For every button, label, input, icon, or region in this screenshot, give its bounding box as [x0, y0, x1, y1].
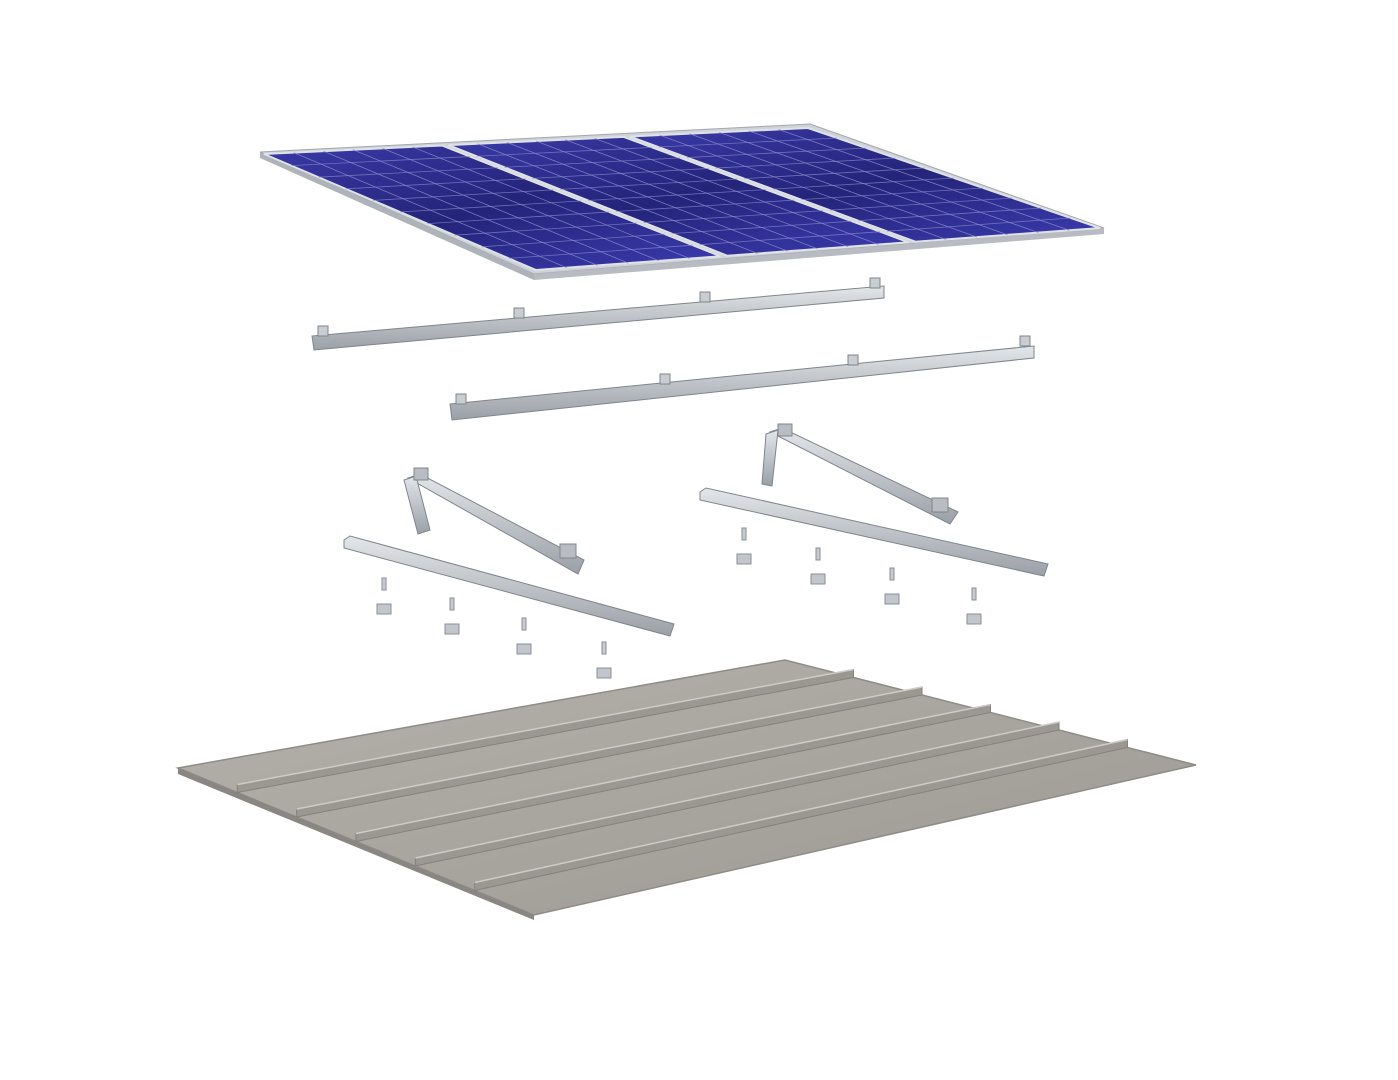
cell-grid-line — [399, 200, 582, 213]
solar-panel-array — [259, 123, 1105, 280]
rail-clamp — [1019, 335, 1031, 347]
clamp-base — [596, 667, 612, 679]
cell-grid-line — [587, 189, 767, 201]
cell-grid-line — [291, 156, 470, 166]
cell-grid-line — [744, 167, 925, 180]
rail-clamp — [847, 354, 859, 366]
clamp-bolt — [741, 527, 747, 541]
mounting-rail-front — [449, 335, 1035, 421]
cell-grid-line — [427, 211, 610, 224]
clamp-bolt — [381, 577, 387, 591]
cell-grid-line — [801, 187, 984, 201]
clamp-base — [516, 643, 532, 655]
bracket-vertical-leg — [403, 475, 431, 535]
rail-clamp — [699, 291, 711, 303]
rail-clamp — [513, 307, 525, 319]
cell-grid-line — [318, 167, 498, 178]
bracket-hinge-top — [413, 467, 429, 481]
clamp-bolt — [521, 617, 527, 631]
cell-grid-line — [560, 178, 738, 190]
cell-grid-line — [476, 146, 652, 157]
clamp-base — [376, 603, 392, 615]
clamp-bolt — [971, 587, 977, 601]
cell-grid-line — [615, 199, 795, 212]
clamp-base — [884, 593, 900, 605]
cell-grid-line — [858, 207, 1042, 222]
bracket-base-rail — [699, 487, 1049, 577]
clamp-base — [444, 623, 460, 635]
cell-grid-line — [699, 231, 881, 246]
roof-sheet — [175, 659, 1197, 916]
roof-seam-highlight — [296, 686, 923, 810]
clamp-bolt — [601, 641, 607, 655]
rail-clamp — [659, 373, 671, 385]
standing-seam-roof — [175, 659, 1197, 920]
cell-grid-line — [454, 222, 638, 236]
panel-array-edge — [260, 152, 534, 280]
cell-grid-line — [345, 178, 526, 190]
roof-seam-highlight — [237, 668, 854, 786]
cell-grid-line — [508, 244, 693, 259]
cell-grid-line — [715, 157, 896, 169]
mounting-rail-back — [311, 277, 885, 351]
clamp-base — [966, 613, 982, 625]
cell-grid-line — [829, 197, 1013, 211]
bracket-hinge-bottom — [559, 543, 577, 559]
bracket-base-rail — [343, 535, 675, 637]
bracket-hinge-top — [777, 423, 793, 437]
tilt-bracket-left — [343, 467, 675, 637]
clamp-base — [810, 573, 826, 585]
cell-grid-line — [481, 233, 665, 248]
bracket-hinge-bottom — [931, 497, 949, 513]
rail-clamp — [317, 325, 329, 337]
tilt-bracket-right — [699, 423, 1049, 577]
roof-front-edge — [178, 768, 534, 920]
rail-body — [311, 285, 885, 351]
cell-grid-line — [772, 177, 955, 190]
rail-clamp — [455, 393, 467, 405]
cell-grid-line — [532, 168, 709, 179]
clamp-bolt — [815, 547, 821, 561]
cell-grid-line — [372, 189, 554, 201]
seam-clamps — [376, 527, 982, 679]
cell-grid-line — [504, 157, 681, 168]
bracket-vertical-leg — [761, 429, 779, 487]
rail-body — [449, 345, 1035, 421]
cell-grid-line — [658, 137, 838, 148]
clamp-bolt — [449, 597, 455, 611]
roof-seam-highlight — [355, 703, 991, 835]
panel-array-edge — [534, 228, 1104, 280]
cell-grid-line — [643, 210, 824, 223]
roof-seam-highlight — [474, 738, 1128, 884]
roof-seams — [236, 668, 1128, 892]
cell-grid-line — [687, 147, 867, 158]
cell-grid-line — [671, 220, 852, 235]
rail-clamp — [869, 277, 881, 289]
clamp-bolt — [889, 567, 895, 581]
clamp-base — [736, 553, 752, 565]
roof-seam-highlight — [415, 721, 1060, 859]
cell-grid-line — [886, 217, 1071, 232]
solar-panels — [263, 126, 1101, 272]
